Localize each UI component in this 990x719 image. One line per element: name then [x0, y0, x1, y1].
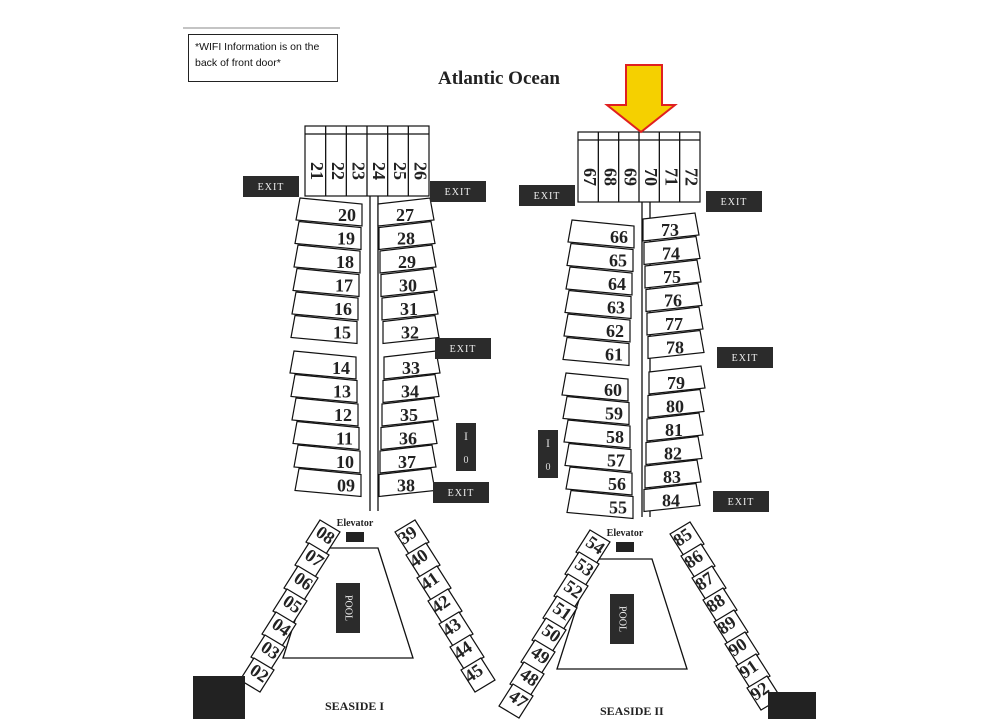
unit-11: 11 [336, 429, 353, 449]
unit-31: 31 [400, 299, 418, 319]
unit-82: 82 [664, 444, 682, 464]
exit-sign: EXIT [713, 491, 769, 512]
exit-signs: EXIT EXIT EXIT EXIT EXIT EXIT EXIT EXIT [243, 176, 773, 512]
svg-text:EXIT: EXIT [728, 497, 755, 508]
exit-sign: EXIT [706, 191, 762, 212]
stair-marker: I0 [456, 423, 476, 471]
exit-sign: EXIT [243, 176, 299, 197]
unit-36: 36 [399, 429, 417, 449]
unit-75: 75 [663, 267, 681, 287]
exit-sign: EXIT [717, 347, 773, 368]
unit-14: 14 [332, 358, 350, 378]
unit-74: 74 [662, 244, 680, 264]
unit-32: 32 [401, 323, 419, 343]
unit-15: 15 [333, 323, 351, 343]
unit-20: 20 [338, 205, 356, 225]
unit-28: 28 [397, 229, 415, 249]
unit-62: 62 [606, 321, 624, 341]
svg-text:I: I [546, 436, 550, 450]
unit-67: 67 [580, 168, 600, 186]
building-name: SEASIDE II [600, 704, 664, 718]
unit-60: 60 [604, 380, 622, 400]
exit-sign: EXIT [433, 482, 489, 503]
elevator-label: Elevator [337, 518, 374, 529]
unit-66: 66 [610, 227, 628, 247]
unit-13: 13 [333, 382, 351, 402]
building-name: SEASIDE I [325, 699, 384, 713]
pool-label: POOL [617, 606, 628, 632]
stair-marker: I0 [538, 430, 558, 478]
svg-text:EXIT: EXIT [732, 353, 759, 364]
svg-text:EXIT: EXIT [534, 191, 561, 202]
unit-22: 22 [328, 162, 348, 180]
exit-sign: EXIT [430, 181, 486, 202]
svg-text:EXIT: EXIT [445, 187, 472, 198]
exit-sign: EXIT [519, 185, 575, 206]
exit-sign: EXIT [435, 338, 491, 359]
svg-text:I: I [464, 429, 468, 443]
unit-12: 12 [334, 405, 352, 425]
unit-76: 76 [664, 291, 682, 311]
unit-35: 35 [400, 405, 418, 425]
svg-text:EXIT: EXIT [448, 488, 475, 499]
unit-81: 81 [665, 420, 683, 440]
unit-64: 64 [608, 274, 626, 294]
wifi-note: *WIFI Information is on the back of fron… [188, 34, 338, 82]
unit-70: 70 [641, 168, 661, 186]
unit-19: 19 [337, 229, 355, 249]
unit-83: 83 [663, 467, 681, 487]
unit-25: 25 [390, 162, 410, 180]
svg-text:EXIT: EXIT [258, 182, 285, 193]
unit-57: 57 [607, 451, 625, 471]
unit-80: 80 [666, 397, 684, 417]
unit-65: 65 [609, 251, 627, 271]
unit-69: 69 [621, 168, 641, 186]
unit-59: 59 [605, 404, 623, 424]
unit-63: 63 [607, 298, 625, 318]
unit-72: 72 [682, 168, 702, 186]
unit-21: 21 [307, 162, 327, 180]
unit-58: 58 [606, 427, 624, 447]
svg-text:0: 0 [546, 462, 551, 473]
unit-29: 29 [398, 252, 416, 272]
svg-text:0: 0 [464, 455, 469, 466]
unit-16: 16 [334, 299, 352, 319]
unit-38: 38 [397, 476, 415, 496]
unit-09: 09 [337, 476, 355, 496]
unit-77: 77 [665, 314, 683, 334]
unit-71: 71 [661, 168, 681, 186]
unit-26: 26 [411, 162, 431, 180]
svg-text:EXIT: EXIT [721, 197, 748, 208]
unit-84: 84 [662, 491, 680, 511]
unit-78: 78 [666, 338, 684, 358]
unit-79: 79 [667, 373, 685, 393]
unit-10: 10 [336, 452, 354, 472]
unit-18: 18 [336, 252, 354, 272]
unit-24: 24 [369, 162, 389, 180]
location-arrow-icon [604, 64, 678, 134]
unit-34: 34 [401, 382, 419, 402]
unit-30: 30 [399, 276, 417, 296]
unit-61: 61 [605, 345, 623, 365]
unit-37: 37 [398, 452, 416, 472]
svg-text:EXIT: EXIT [450, 344, 477, 355]
unit-27: 27 [396, 205, 414, 225]
unit-55: 55 [609, 498, 627, 518]
unit-73: 73 [661, 220, 679, 240]
elevator-label: Elevator [607, 528, 644, 539]
unit-68: 68 [600, 168, 620, 186]
map-title: Atlantic Ocean [438, 68, 560, 89]
pool-label: POOL [343, 595, 354, 621]
unit-33: 33 [402, 358, 420, 378]
unit-23: 23 [349, 162, 369, 180]
unit-56: 56 [608, 474, 626, 494]
unit-17: 17 [335, 276, 353, 296]
